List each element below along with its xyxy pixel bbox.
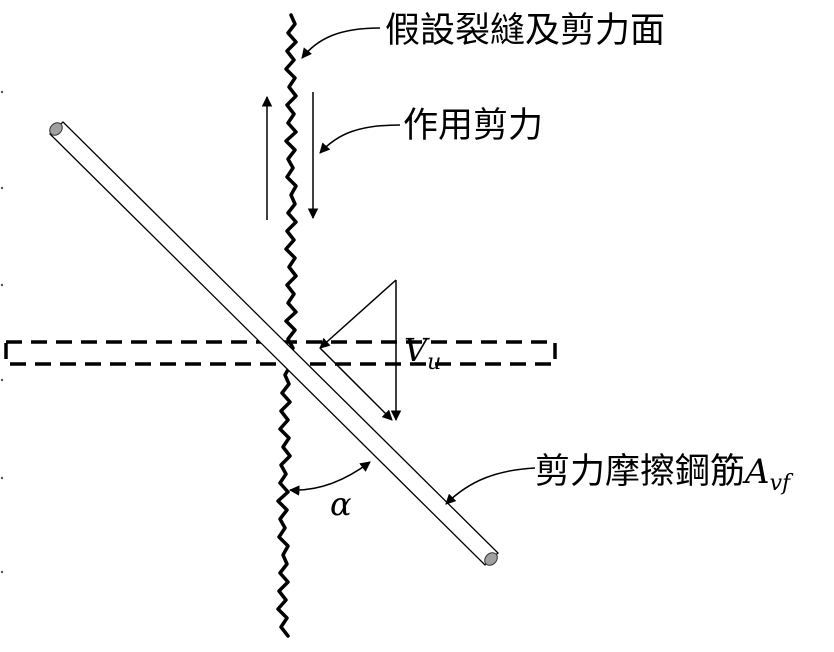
leader-crack-label [301,27,381,59]
angle-label: α [330,485,352,523]
rebar-subscript: vf [770,471,794,496]
leader-rebar-label [445,467,536,505]
force-triangle-hypotenuse [319,279,397,349]
angle-arc [288,461,371,496]
crack-plane-label: 假設裂縫及剪力面 [385,11,665,51]
rebar [49,121,499,566]
dashed-section-box [4,340,557,366]
applied-shear-label: 作用剪力 [403,106,543,146]
shear-force-label: Vu [404,331,441,375]
shear-force-subscript: u [427,350,441,375]
rebar-label-text: 剪力摩擦鋼筋 [535,452,745,492]
rebar-label: 剪力摩擦鋼筋Avf [535,452,794,496]
leader-shear-label [319,124,401,154]
shear-force-symbol: V [404,331,430,369]
edge-dots [0,90,4,574]
rebar-symbol: A [742,452,770,492]
force-triangle-diagonal [319,347,393,421]
crack-line [276,13,298,638]
